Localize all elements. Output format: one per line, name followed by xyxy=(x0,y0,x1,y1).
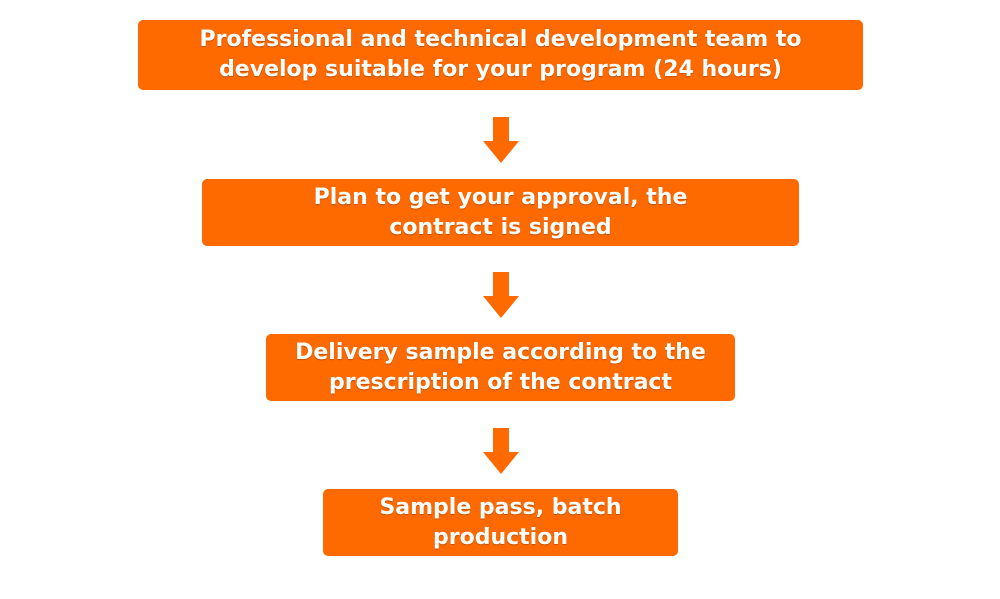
flow-step-batch-production: Sample pass, batch production xyxy=(323,489,678,564)
step-text-line: contract is signed xyxy=(389,214,612,240)
step-text-line: Delivery sample according to the xyxy=(295,339,706,365)
arrow-down-icon xyxy=(483,428,519,474)
flow-step-development: Professional and technical development t… xyxy=(138,20,863,98)
step-text-line: Plan to get your approval, the xyxy=(313,184,688,210)
arrow-down-icon xyxy=(483,117,519,163)
flow-step-approval: Plan to get your approval, the contract … xyxy=(202,179,799,254)
step-text-line: Professional and technical development t… xyxy=(199,27,802,52)
step-text-line: Sample pass, batch xyxy=(379,494,622,520)
step-text-line: production xyxy=(433,524,568,550)
step-text-line: develop suitable for your program (24 ho… xyxy=(219,57,782,82)
flow-step-delivery-sample: Delivery sample according to the prescri… xyxy=(266,334,735,409)
step-text-line: prescription of the contract xyxy=(329,369,672,395)
arrow-down-icon xyxy=(483,272,519,318)
